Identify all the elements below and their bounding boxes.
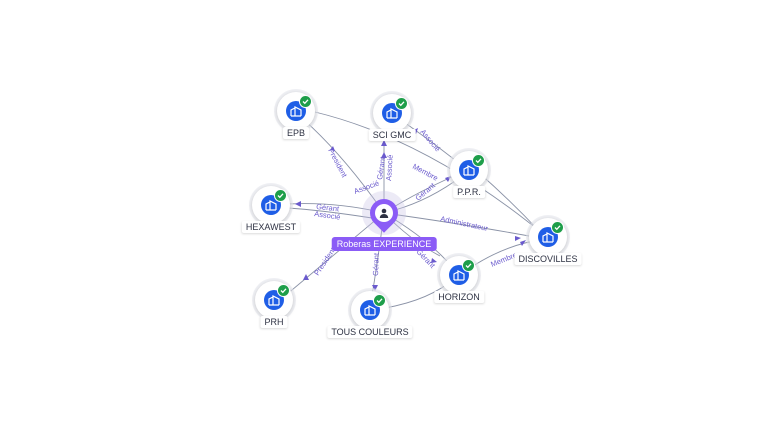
node-label: EPB	[282, 127, 310, 139]
edge-label-touscouleurs: Gérant	[371, 252, 381, 276]
arrow-marker	[330, 146, 335, 151]
edge-epb-discovilles	[314, 111, 549, 239]
edge-label-hexawest-1: Gérant	[316, 202, 341, 213]
check-icon	[462, 259, 475, 272]
edge-hexawest-2	[287, 207, 373, 219]
check-icon	[373, 294, 386, 307]
node-label: PRH	[260, 316, 288, 328]
check-icon	[472, 154, 485, 167]
arrow-marker	[515, 236, 521, 241]
node-label: HEXAWEST	[241, 221, 301, 233]
node-label: HORIZON	[434, 291, 484, 303]
edge-label-scigmc-1: Gérant	[375, 155, 387, 180]
check-icon	[277, 284, 290, 297]
edge-label-ppr-scigmc: Associé	[418, 128, 442, 154]
node-label: SCI GMC	[368, 129, 416, 141]
edge-label-hexawest-2: Associé	[314, 209, 341, 222]
arrow-marker	[372, 285, 378, 291]
check-icon	[274, 189, 287, 202]
edge-label-ppr-discovilles: Membre	[411, 162, 440, 183]
check-icon	[551, 221, 564, 234]
arrow-marker	[381, 140, 387, 146]
arrow-marker	[445, 176, 451, 182]
arrow-marker	[431, 258, 437, 263]
center-label: Roberas EXPERIENCE	[331, 237, 437, 251]
check-icon	[299, 95, 312, 108]
edge-discovilles	[383, 212, 541, 239]
node-label: P.P.R.	[453, 186, 485, 198]
edge-label-discovilles: Administrateur	[440, 214, 490, 233]
arrow-marker	[381, 152, 387, 158]
arrow-marker	[520, 240, 526, 246]
arrow-marker	[303, 274, 309, 280]
node-label: TOUS COULEURS	[327, 326, 413, 338]
check-icon	[395, 97, 408, 110]
edge-label-ppr-2: Gérant	[414, 180, 438, 202]
arrow-marker	[295, 201, 301, 207]
node-label: DISCOVILLES	[514, 253, 582, 265]
edge-label-scigmc-2: Associé	[384, 154, 395, 181]
person-icon	[375, 204, 393, 222]
